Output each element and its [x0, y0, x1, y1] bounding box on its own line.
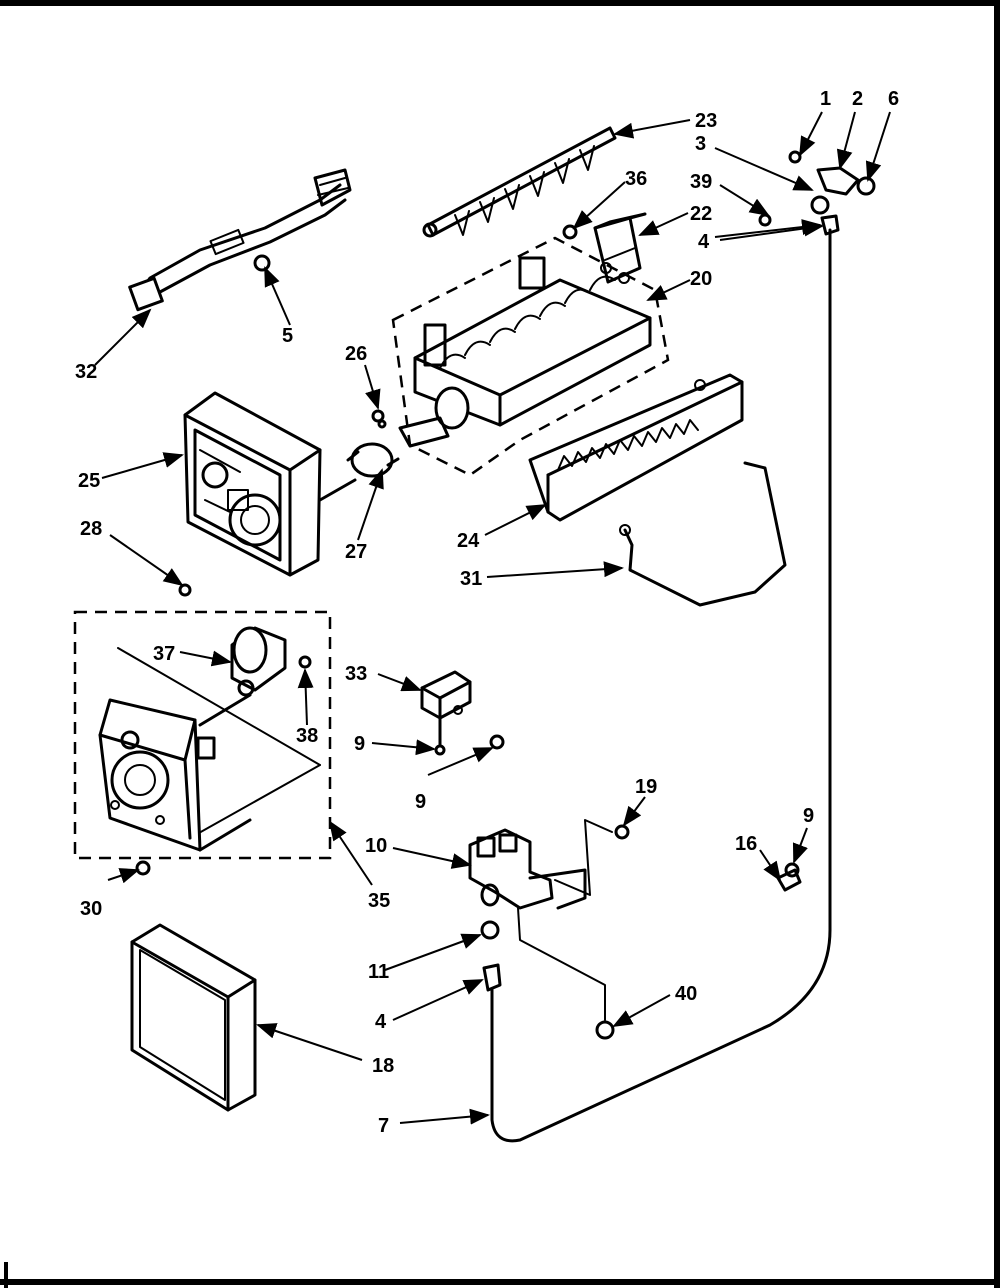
- nut-40-part: [595, 1020, 615, 1040]
- callout-5: 5: [282, 325, 293, 347]
- callout-7: 7: [378, 1115, 389, 1137]
- feeler-arm-wire-part: [619, 461, 787, 607]
- tube-fitting-assembly-part: [758, 150, 876, 236]
- thermostat-part: [346, 442, 400, 478]
- ejector-blade-part: [422, 126, 617, 238]
- switch-part: [420, 670, 472, 720]
- callout-10: 10: [365, 835, 387, 857]
- leader-lines: [94, 111, 891, 1125]
- callout-31: 31: [460, 568, 482, 590]
- callout-labels: 1 2 6 23 3 36 39 22 4 20 5 32 26 25 28 2…: [75, 88, 899, 1137]
- water-tube-part: [490, 228, 832, 1143]
- cover-panel-part: [130, 923, 257, 1112]
- callout-36: 36: [625, 168, 647, 190]
- shut-off-arm-bar-part: [528, 373, 744, 522]
- fitting-4-lower-part: [482, 963, 502, 992]
- screw-38-part: [298, 655, 312, 669]
- water-valve-part: [468, 819, 613, 1021]
- screw-28-part: [178, 583, 192, 597]
- callout-9-c: 9: [803, 805, 814, 827]
- wire-harness-part: [128, 168, 352, 312]
- mold-assembly-part: [391, 236, 670, 477]
- callout-30: 30: [80, 898, 102, 920]
- callout-33: 33: [345, 663, 367, 685]
- callout-6: 6: [888, 88, 899, 110]
- callout-4-bottom: 4: [375, 1011, 387, 1033]
- callout-26: 26: [345, 343, 367, 365]
- callout-16: 16: [735, 833, 757, 855]
- callout-37: 37: [153, 643, 175, 665]
- callout-40: 40: [675, 983, 697, 1005]
- callout-3: 3: [695, 133, 706, 155]
- callout-4-top: 4: [698, 231, 710, 253]
- module-kit-part: [73, 610, 332, 860]
- callout-25: 25: [78, 470, 100, 492]
- callout-27: 27: [345, 541, 367, 563]
- callout-28: 28: [80, 518, 102, 540]
- callout-22: 22: [690, 203, 712, 225]
- screw-26-part: [371, 409, 387, 429]
- callout-2: 2: [852, 88, 863, 110]
- screw-30-part: [135, 860, 151, 876]
- callout-35: 35: [368, 890, 390, 912]
- screws-9-switch-part: [434, 708, 505, 756]
- callout-38: 38: [296, 725, 318, 747]
- screw-19-part: [614, 824, 630, 840]
- screw-9-clamp-part: [784, 862, 800, 878]
- callout-24: 24: [457, 530, 480, 552]
- callout-32: 32: [75, 361, 97, 383]
- callout-19: 19: [635, 776, 657, 798]
- motor-part: [230, 626, 287, 697]
- control-module-housing-part: [183, 391, 357, 577]
- cover-22-part: [593, 212, 647, 284]
- callout-39: 39: [690, 171, 712, 193]
- callout-11: 11: [368, 961, 389, 983]
- nut-11-part: [480, 920, 500, 940]
- callout-9-b: 9: [415, 791, 426, 813]
- callout-20: 20: [690, 268, 712, 290]
- callout-23: 23: [695, 110, 717, 132]
- callout-18: 18: [372, 1055, 394, 1077]
- callout-9-a: 9: [354, 733, 365, 755]
- screw-36-part: [562, 224, 578, 240]
- callout-1: 1: [820, 88, 831, 110]
